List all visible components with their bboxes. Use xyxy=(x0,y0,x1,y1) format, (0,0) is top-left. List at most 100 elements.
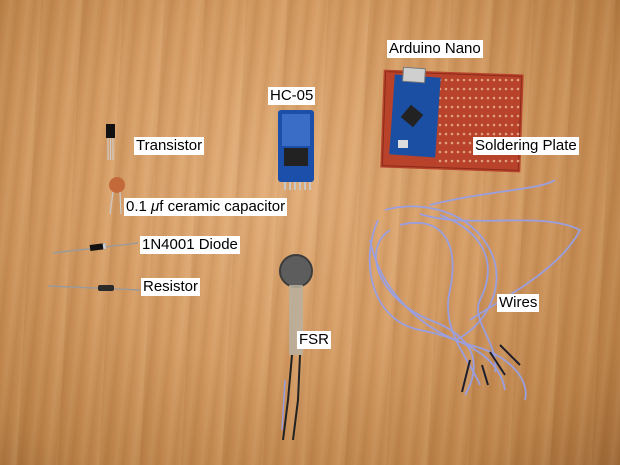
solder-hole xyxy=(450,114,454,118)
solder-hole xyxy=(444,105,448,109)
solder-hole xyxy=(456,159,460,163)
solder-hole xyxy=(456,78,460,82)
solder-hole xyxy=(486,78,490,82)
solder-hole xyxy=(462,78,466,82)
solder-hole xyxy=(516,123,520,127)
solder-hole xyxy=(450,150,454,154)
arduino-nano-board xyxy=(389,66,441,158)
solder-hole xyxy=(468,123,472,127)
solder-hole xyxy=(516,87,520,91)
solder-hole xyxy=(486,105,490,109)
solder-hole xyxy=(504,132,508,136)
solder-hole xyxy=(462,123,466,127)
solder-hole xyxy=(456,96,460,100)
solder-hole xyxy=(492,132,496,136)
solder-hole xyxy=(456,105,460,109)
solder-hole xyxy=(498,114,502,118)
solder-hole xyxy=(480,159,484,163)
transistor-part xyxy=(106,124,115,160)
hc05-module xyxy=(278,110,314,190)
capacitor-part xyxy=(109,177,125,215)
solder-hole xyxy=(498,105,502,109)
solder-hole xyxy=(486,96,490,100)
solder-hole xyxy=(468,114,472,118)
solder-hole xyxy=(480,123,484,127)
solder-hole xyxy=(474,78,478,82)
label-resistor: Resistor xyxy=(141,278,201,296)
solder-hole xyxy=(480,78,484,82)
solder-hole xyxy=(468,141,472,145)
solder-hole xyxy=(504,123,508,127)
solder-hole xyxy=(462,96,466,100)
solder-hole xyxy=(438,159,442,163)
solder-hole xyxy=(474,96,478,100)
solder-hole xyxy=(516,78,520,82)
solder-hole xyxy=(492,159,496,163)
solder-hole xyxy=(504,96,508,100)
solder-hole xyxy=(462,159,466,163)
solder-hole xyxy=(450,123,454,127)
solder-hole xyxy=(444,78,448,82)
solder-hole xyxy=(492,114,496,118)
solder-hole xyxy=(504,105,508,109)
solder-hole xyxy=(462,114,466,118)
solder-hole xyxy=(492,87,496,91)
solder-hole xyxy=(510,159,514,163)
solder-hole xyxy=(516,105,520,109)
solder-hole xyxy=(474,132,478,136)
solder-hole xyxy=(450,105,454,109)
solder-hole xyxy=(510,114,514,118)
label-arduino-nano: Arduino Nano xyxy=(387,40,483,58)
solder-hole xyxy=(462,150,466,154)
solder-hole xyxy=(444,132,448,136)
solder-hole xyxy=(480,132,484,136)
solder-hole xyxy=(486,159,490,163)
solder-hole xyxy=(468,150,472,154)
solder-hole xyxy=(462,132,466,136)
solder-hole xyxy=(444,114,448,118)
solder-hole xyxy=(456,132,460,136)
solder-hole xyxy=(504,78,508,82)
solder-hole xyxy=(468,87,472,91)
label-diode: 1N4001 Diode xyxy=(140,236,240,254)
solder-hole xyxy=(516,96,520,100)
solder-hole xyxy=(510,123,514,127)
solder-hole xyxy=(450,141,454,145)
solder-hole xyxy=(444,141,448,145)
solder-hole xyxy=(516,132,520,136)
capacitor-suffix: f ceramic capacitor xyxy=(159,198,286,215)
capacitor-prefix: 0.1 xyxy=(126,198,152,215)
solder-hole xyxy=(492,123,496,127)
label-capacitor: 0.1 μf ceramic capacitor xyxy=(124,198,288,216)
diode-part xyxy=(52,242,139,254)
wire-bundle xyxy=(368,179,582,401)
solder-hole xyxy=(504,114,508,118)
solder-hole xyxy=(474,123,478,127)
solder-hole xyxy=(450,87,454,91)
solder-hole xyxy=(498,159,502,163)
solder-hole xyxy=(474,105,478,109)
solder-hole xyxy=(462,105,466,109)
solder-hole xyxy=(468,159,472,163)
solder-hole xyxy=(462,87,466,91)
solder-hole xyxy=(456,87,460,91)
solder-hole xyxy=(498,87,502,91)
solder-hole xyxy=(468,96,472,100)
solder-hole xyxy=(492,96,496,100)
solder-hole xyxy=(468,105,472,109)
solder-hole xyxy=(438,132,442,136)
solder-hole xyxy=(498,123,502,127)
capacitor-mu: μ xyxy=(151,198,160,215)
solder-hole xyxy=(498,78,502,82)
label-hc05: HC-05 xyxy=(268,87,316,105)
solder-hole xyxy=(516,114,520,118)
solder-hole xyxy=(444,150,448,154)
label-wires: Wires xyxy=(497,294,540,312)
solder-hole xyxy=(444,96,448,100)
solder-hole xyxy=(474,114,478,118)
solder-hole xyxy=(438,150,442,154)
solder-hole xyxy=(498,96,502,100)
solder-hole xyxy=(474,159,478,163)
